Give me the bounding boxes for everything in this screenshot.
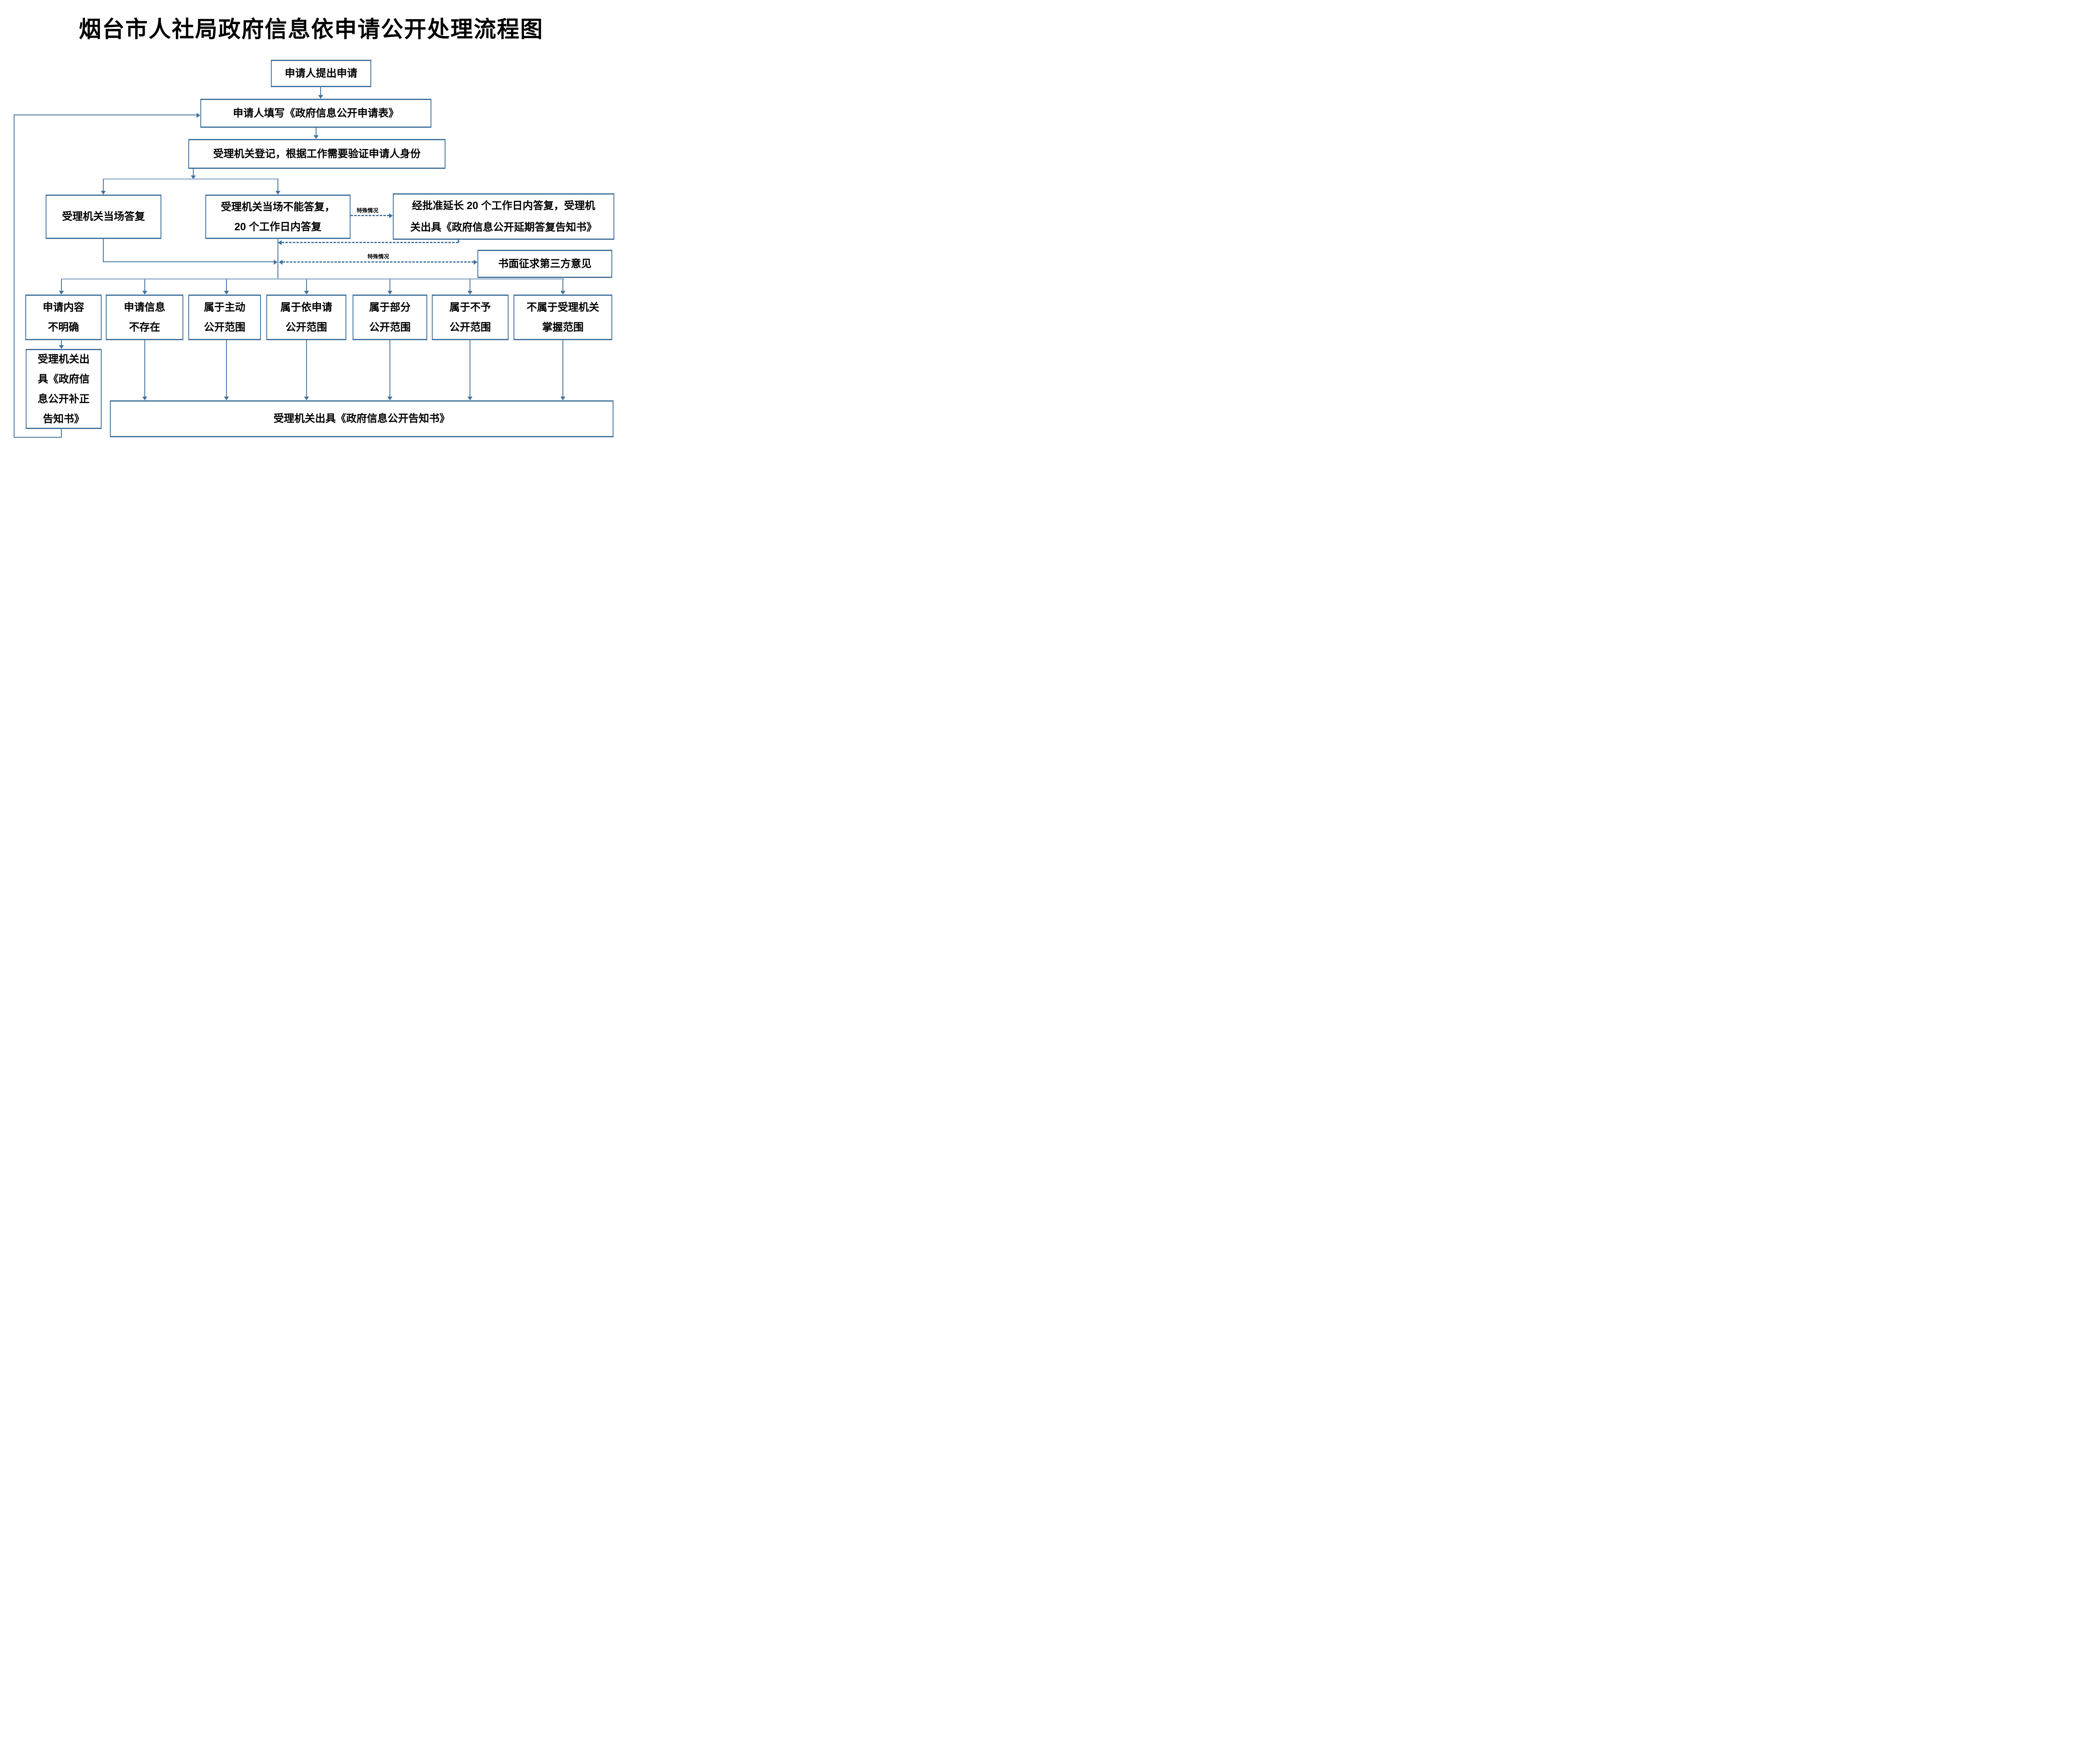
arrowhead-special-case-2-left — [279, 260, 282, 265]
flow-node-extended-reply: 经批准延长 20 个工作日内答复，受理机 关出具《政府信息公开延期答复告知书》 — [393, 193, 614, 240]
arrowhead-feedback-to-fill — [197, 113, 200, 118]
line-unclear-to-correction — [61, 340, 62, 346]
dashed-arrow-special-case-2 — [282, 261, 474, 263]
drop-line-not-held — [562, 279, 563, 291]
dashed-return-line — [282, 242, 458, 243]
flow-node-third-party: 书面征求第三方意见 — [477, 250, 612, 278]
arrowhead-drop-not-held — [560, 291, 565, 295]
arrowhead-partial-to-notice — [387, 397, 392, 400]
line-on-request-to-notice — [306, 340, 307, 397]
drop-line-on-request — [306, 279, 307, 291]
arrowhead-on-request-to-notice — [304, 397, 309, 400]
drop-line-proactive — [226, 279, 227, 291]
line-not-held-to-notice — [562, 340, 563, 397]
branch-line — [103, 178, 279, 180]
arrowhead-drop-on-request — [304, 291, 309, 295]
flow-node-non-disclosure: 属于不予 公开范围 — [432, 295, 509, 340]
flow-node-onspot-reply: 受理机关当场答复 — [46, 195, 161, 239]
arrowhead-onspot-join — [274, 260, 278, 265]
page-title: 烟台市人社局政府信息依申请公开处理流程图 — [79, 17, 543, 42]
arrowhead-drop-partial — [387, 291, 392, 295]
arrowhead-dashed-return — [278, 240, 282, 245]
flow-node-not-exist: 申请信息 不存在 — [106, 295, 183, 340]
flow-node-apply: 申请人提出申请 — [271, 60, 371, 87]
dashed-arrow-special-case-1 — [351, 215, 389, 216]
distribution-line — [61, 278, 564, 280]
line-not-exist-to-notice — [144, 340, 145, 397]
flow-node-register: 受理机关登记，根据工作需要验证申请人身份 — [188, 139, 445, 169]
arrowhead-apply-to-fill — [318, 95, 323, 99]
onspot-down-line — [103, 239, 104, 262]
flowchart-canvas: 烟台市人社局政府信息依申请公开处理流程图 申请人提出申请 申请人填写《政府信息公… — [0, 0, 622, 441]
feedback-bottom-line — [14, 437, 62, 438]
arrowhead-not-held-to-notice — [560, 397, 565, 400]
arrowhead-not-exist-to-notice — [142, 397, 147, 400]
flow-node-not-held: 不属于受理机关 掌握范围 — [514, 295, 612, 340]
feedback-down-line — [61, 429, 62, 438]
arrow-branch-to-onspot — [103, 179, 104, 191]
arrowhead-drop-non-disclosure — [467, 291, 472, 295]
arrowhead-branch-to-onspot — [101, 191, 106, 195]
edge-label-special-case-2: 特殊情况 — [367, 253, 389, 260]
arrowhead-drop-unclear — [59, 291, 64, 295]
drop-line-partial — [389, 279, 390, 291]
dashed-return-vertical — [458, 240, 459, 243]
arrow-register-to-branch — [193, 169, 194, 176]
arrow-apply-to-fill — [320, 87, 321, 96]
flow-node-delayed-reply: 受理机关当场不能答复， 20 个工作日内答复 — [205, 195, 351, 239]
drop-line-unclear — [61, 279, 62, 291]
arrowhead-unclear-to-correction — [59, 345, 64, 349]
arrowhead-branch-to-delayed — [275, 191, 280, 195]
arrowhead-drop-proactive — [224, 291, 229, 295]
arrowhead-non-disclosure-to-notice — [467, 397, 472, 400]
arrowhead-proactive-to-notice — [224, 397, 229, 400]
arrowhead-special-case-2-right — [474, 260, 477, 265]
flow-node-fill-form: 申请人填写《政府信息公开申请表》 — [200, 99, 431, 128]
arrowhead-special-case-1 — [389, 213, 393, 218]
drop-line-not-exist — [144, 279, 145, 291]
flow-node-proactive: 属于主动 公开范围 — [188, 295, 261, 340]
flow-node-correction-notice: 受理机关出 具《政府信 息公开补正 告知书》 — [26, 349, 102, 429]
flow-node-partial: 属于部分 公开范围 — [353, 295, 427, 340]
line-proactive-to-notice — [226, 340, 227, 397]
onspot-join-line — [103, 261, 274, 262]
arrowhead-drop-not-exist — [142, 291, 147, 295]
arrowhead-fill-to-register — [314, 135, 319, 139]
arrowhead-register-to-branch — [191, 175, 196, 179]
feedback-left-line — [14, 115, 15, 438]
flow-node-disclosure-notice: 受理机关出具《政府信息公开告知书》 — [110, 400, 613, 437]
line-partial-to-notice — [389, 340, 390, 397]
edge-label-special-case-1: 特殊情况 — [356, 207, 378, 214]
flow-node-unclear: 申请内容 不明确 — [25, 295, 102, 340]
flow-node-on-request: 属于依申请 公开范围 — [266, 295, 346, 340]
